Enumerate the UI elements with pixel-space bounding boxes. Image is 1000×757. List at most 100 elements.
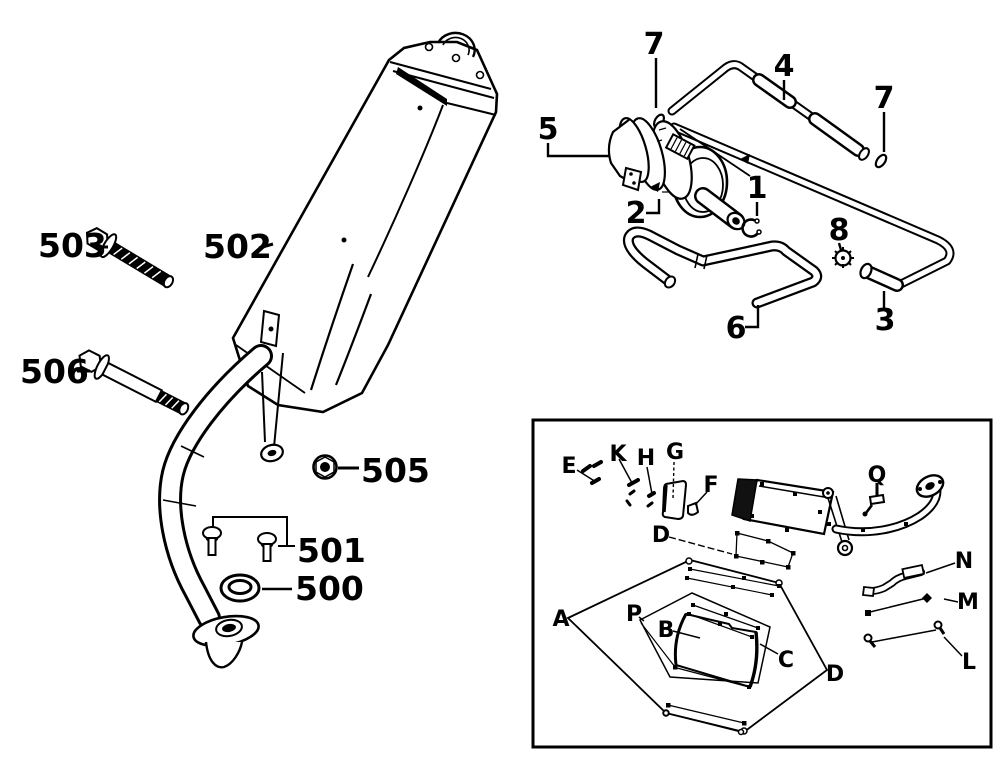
muffler-seam [367, 104, 444, 278]
part-h-screws [646, 491, 656, 508]
callout-6: 6 [726, 311, 747, 346]
circlip-ear-1 [754, 218, 760, 224]
bolt-506-shaft [101, 361, 164, 404]
muffler-cap-band-1 [389, 61, 492, 90]
heat-shield-curve-2 [334, 293, 373, 386]
panel-b [674, 612, 758, 689]
callout-k: K [609, 442, 627, 467]
hose-3-inner [863, 267, 902, 290]
muffler-cap-dark-wedge [396, 67, 447, 106]
inset-border [531, 418, 993, 749]
bolt-506 [78, 349, 190, 416]
inset-muffler-body [742, 478, 835, 536]
callout-f: F [703, 473, 718, 498]
leader-g [672, 461, 675, 500]
inset-pipe-dot-2 [904, 522, 908, 526]
callout-h: H [637, 446, 655, 471]
callout-502: 502 [203, 227, 272, 266]
valve-outlet-bore [732, 217, 740, 225]
muffler-cap-ear-1 [424, 42, 434, 52]
leader-c [759, 643, 779, 655]
hose-6-joint-2 [703, 254, 708, 270]
callout-7b: 7 [874, 81, 895, 116]
gasket-outline-p [638, 592, 771, 684]
bolt-506-head [78, 349, 102, 373]
valve-rib-box [664, 132, 696, 161]
part-n-sleeve [901, 563, 925, 580]
gasket-outline-a [566, 559, 829, 733]
callout-505: 505 [361, 451, 430, 490]
callout-7a: 7 [644, 27, 665, 62]
valve-foot-hole-2 [632, 181, 636, 185]
bolt-503-tip [162, 275, 175, 289]
nut-505-hex [315, 456, 335, 478]
leader-m [943, 598, 959, 603]
pipe-sleeve-2-inner [810, 114, 863, 155]
muffler-cap-band-3 [446, 102, 497, 116]
callout-506: 506 [20, 352, 89, 391]
callout-g: G [666, 440, 684, 465]
muffler-cap-ear-2 [451, 53, 461, 63]
stud-shaft [207, 537, 217, 556]
hose-6-inner [625, 228, 820, 307]
inset-muffler-bolt-dots [750, 482, 831, 532]
callout-e: E [561, 454, 576, 479]
gasket-inner [227, 579, 253, 595]
callout-2: 2 [626, 196, 647, 231]
air-valve-assembly [607, 117, 750, 231]
flow-arrow-1 [650, 182, 660, 192]
callout-3: 3 [875, 303, 896, 338]
air-pipe-4-inner [669, 62, 867, 157]
bolt-506-tip [178, 402, 190, 416]
leader-n [925, 562, 956, 574]
exhaust-pipe-inner [161, 347, 270, 627]
strap-line-1 [273, 352, 284, 448]
callout-501: 501 [297, 531, 366, 570]
mount-strip-hole [268, 326, 274, 332]
callout-b: B [658, 618, 675, 643]
leader-f [694, 491, 708, 506]
leader-d1 [668, 536, 733, 555]
callout-m: M [957, 590, 979, 615]
flange-bell [204, 641, 244, 669]
part-g-plate-edge [662, 484, 668, 513]
inset-muffler-ring-top-hole [826, 491, 830, 495]
inset-flange-bolt-2 [938, 480, 942, 484]
inset-muffler-cap [731, 478, 758, 522]
muffler-cap-ear-3 [475, 70, 485, 80]
leader-2 [646, 199, 661, 215]
callout-8: 8 [829, 213, 850, 248]
bolt-503 [85, 227, 175, 289]
leader-e [576, 469, 597, 483]
inset-muffler [731, 474, 945, 557]
air-pipe-loop-inner [671, 124, 953, 288]
inset-flange-bolt-1 [918, 487, 922, 491]
callout-c: C [778, 648, 794, 673]
callout-l: L [962, 650, 976, 675]
part-n-end [861, 586, 876, 597]
heat-shield-curve-1 [309, 263, 355, 391]
clamp-8 [832, 247, 854, 268]
gasket-500 [219, 573, 261, 603]
bolt-503-shaft [108, 242, 172, 288]
inset-pipe-flange-hole [925, 482, 935, 490]
mount-tab-hole [267, 449, 277, 457]
flange-hole [222, 623, 236, 633]
valve-foot [621, 166, 643, 192]
callout-n: N [955, 549, 973, 574]
panel-b-left-edge [673, 613, 688, 666]
callout-d2: D [826, 662, 844, 687]
leader-h [646, 466, 653, 495]
air-system-view: 7 4 7 5 1 2 8 6 3 [538, 27, 955, 346]
leader-1-diagonal [679, 128, 751, 177]
muffler-cap-dome-inner [442, 36, 470, 56]
panel-b-right-edge [748, 631, 759, 688]
callout-q: Q [868, 463, 887, 488]
callout-4: 4 [774, 49, 795, 84]
bolt-503-head [85, 227, 109, 251]
clamp-8-teeth [832, 247, 854, 268]
callout-a: A [552, 607, 569, 632]
pipe-flange [192, 614, 260, 669]
leader-l [943, 636, 963, 657]
